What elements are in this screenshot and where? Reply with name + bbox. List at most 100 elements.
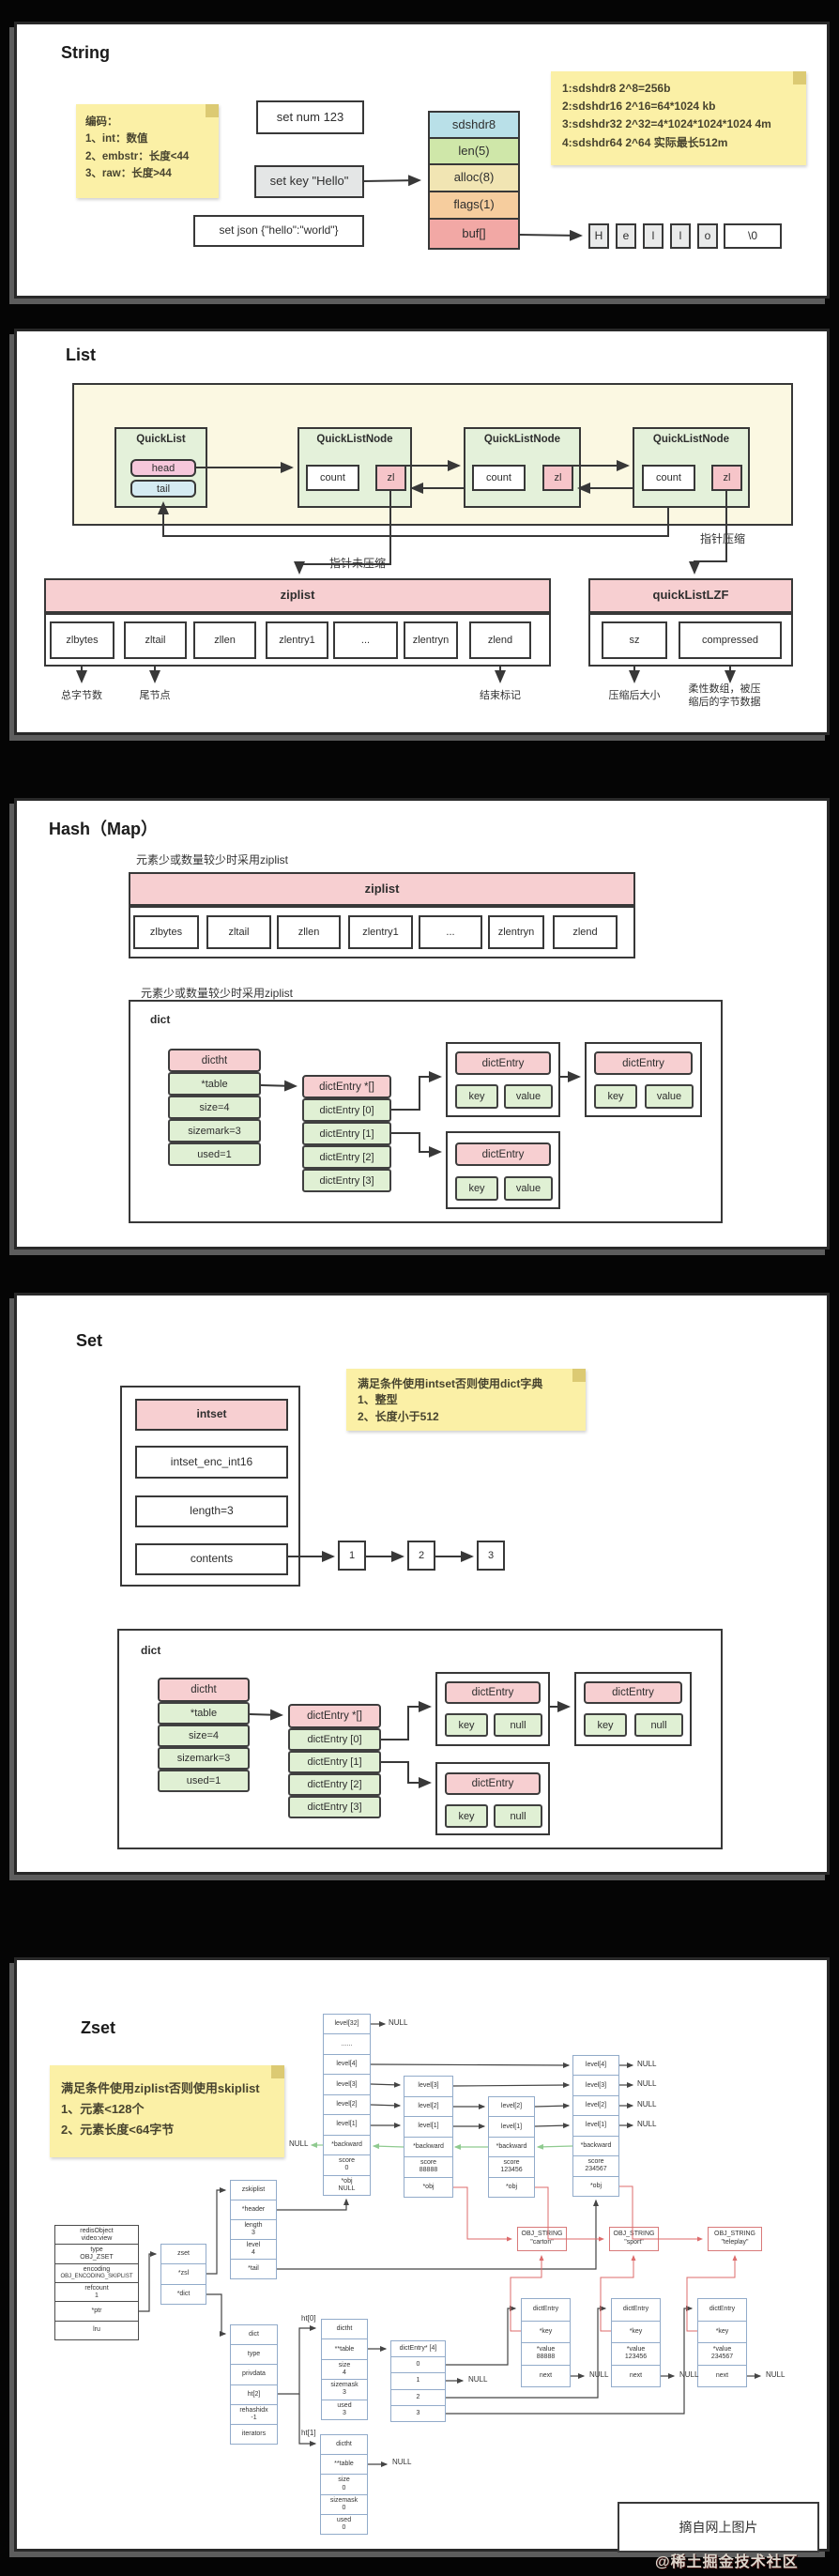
node-row-obj: *obj	[573, 2175, 618, 2196]
value-cell: value	[504, 1176, 553, 1201]
entry-row: *key	[612, 2320, 660, 2343]
watermark: @稀土掘金技术社区	[655, 2554, 799, 2570]
zskiplist-row: *tail	[231, 2259, 276, 2278]
note-line: 4:sdshdr64 2^64 实际最长512m	[562, 135, 728, 149]
zset-struct-box: zset *zsl *dict	[160, 2244, 206, 2305]
set-panel: Set 满足条件使用intset否则使用dict字典 1、整型 2、长度小于51…	[14, 1293, 830, 1875]
key-cell: key	[584, 1713, 627, 1737]
row-text: *obj	[505, 2183, 518, 2190]
row-text: 123456	[624, 2354, 648, 2361]
list-panel: List QuickList head tail QuickListNode c…	[14, 329, 830, 735]
null-cell: null	[494, 1713, 542, 1737]
entry-row: next	[698, 2364, 746, 2387]
quicklistnode-title: QuickListNode	[483, 434, 561, 445]
row-text: dict	[249, 2331, 259, 2338]
node-row-obj: *obj	[404, 2176, 452, 2198]
null-label: NULL	[637, 2060, 657, 2068]
row-text: dictht	[336, 2325, 353, 2333]
intset-header: intset	[135, 1399, 288, 1431]
null-label: NULL	[637, 2079, 657, 2088]
dictentry-array-header: dictEntry *[]	[302, 1075, 391, 1098]
row-text: level[2]	[500, 2103, 523, 2110]
dictentry-title: dictEntry	[445, 1681, 541, 1704]
row-text: NULL	[338, 2185, 356, 2192]
dictentry-array-box: dictEntry* [4] 0 1 2 3	[390, 2340, 446, 2422]
node-row: level[32]	[324, 2015, 370, 2033]
row-text: level[1]	[500, 2123, 523, 2130]
row-text: level[3]	[336, 2080, 358, 2088]
label-ptr-uncompressed: 指针未压缩	[329, 557, 387, 570]
count-field: count	[306, 465, 359, 491]
row-text: next	[715, 2371, 729, 2379]
intset-value-cell: 3	[477, 1541, 505, 1571]
panel-title-set: Set	[76, 1331, 103, 1350]
note-line: 1:sdshdr8 2^8=256b	[562, 82, 671, 95]
entry-row: dictEntry	[612, 2299, 660, 2321]
row-text: OBJ_STRING	[613, 2231, 655, 2238]
row-text: level[2]	[585, 2102, 607, 2109]
quicklistlzf-header: quickListLZF	[588, 578, 793, 613]
cmd-set-key: set key "Hello"	[254, 165, 364, 198]
sds-row-buf: buf[]	[428, 218, 520, 250]
ziplist-header: ziplist	[44, 578, 551, 613]
note-line: 3、raw：长度>44	[85, 168, 172, 180]
dictht-row: size=4	[158, 1725, 250, 1747]
hash-caption-2: 元素少或数量较少时采用ziplist	[141, 987, 294, 1000]
node-row: level[3]	[404, 2077, 452, 2096]
source-note: 摘自网上图片	[618, 2502, 819, 2553]
node-row: level[2]	[404, 2095, 452, 2117]
node-row: level[1]	[489, 2116, 534, 2136]
dictht-row: dictht	[321, 2435, 367, 2454]
zskiplist-row: zskiplist	[231, 2181, 276, 2200]
lzf-cell: compressed	[679, 621, 782, 659]
row-text: sizemask	[330, 2382, 358, 2389]
zset-row: *zsl	[161, 2263, 206, 2283]
dict-row: dict	[231, 2325, 277, 2344]
node-row: level[3]	[573, 2075, 618, 2094]
dictentry-array-row: dictEntry [0]	[302, 1098, 391, 1122]
row-text: *dict	[176, 2290, 191, 2297]
row-text: "teleplay"	[721, 2239, 749, 2246]
row-text: 234567	[585, 2166, 607, 2173]
row-text: zskiplist	[241, 2185, 266, 2193]
row-text: dictEntry	[532, 2306, 559, 2313]
ziplist-cell: zllen	[277, 915, 341, 949]
dict-struct-box: dict type privdata ht[2] rehashidx-1 ite…	[230, 2324, 278, 2445]
null-label: NULL	[589, 2370, 609, 2379]
row-text: next	[629, 2371, 643, 2379]
null-label: NULL	[289, 2139, 309, 2148]
row-text: OBJ_STRING	[521, 2231, 563, 2238]
row-text: dictEntry	[709, 2306, 736, 2313]
row-text: *backward	[413, 2142, 444, 2150]
row-text: level[32]	[334, 2020, 359, 2028]
ziplist-cell: zlbytes	[50, 621, 114, 659]
row-text: *key	[715, 2327, 729, 2335]
zl-field: zl	[711, 465, 742, 491]
dictht-header: dictht	[158, 1678, 250, 1702]
intset-value-cell: 2	[407, 1541, 435, 1571]
ziplist-cell: zlbytes	[133, 915, 199, 949]
node-row: level[2]	[573, 2094, 618, 2115]
node-row: *backward	[404, 2136, 452, 2157]
note-line: 1、元素<128个	[61, 2102, 145, 2117]
row-text: type	[247, 2351, 261, 2358]
node-row: *backward	[573, 2135, 618, 2155]
row-text: used	[337, 2401, 352, 2409]
lzf-cell: sz	[602, 621, 667, 659]
entry-row: dictEntry	[522, 2299, 570, 2321]
panel-title-string: String	[61, 43, 110, 62]
row-text: 1	[95, 2292, 99, 2299]
note-line: 2、元素长度<64字节	[61, 2123, 175, 2138]
row-text: next	[539, 2371, 553, 2379]
panel-title-zset: Zset	[81, 2018, 116, 2037]
dictht-row: **table	[322, 2338, 367, 2358]
row-text: level[3]	[585, 2081, 607, 2089]
note-line: 编码：	[85, 116, 118, 128]
